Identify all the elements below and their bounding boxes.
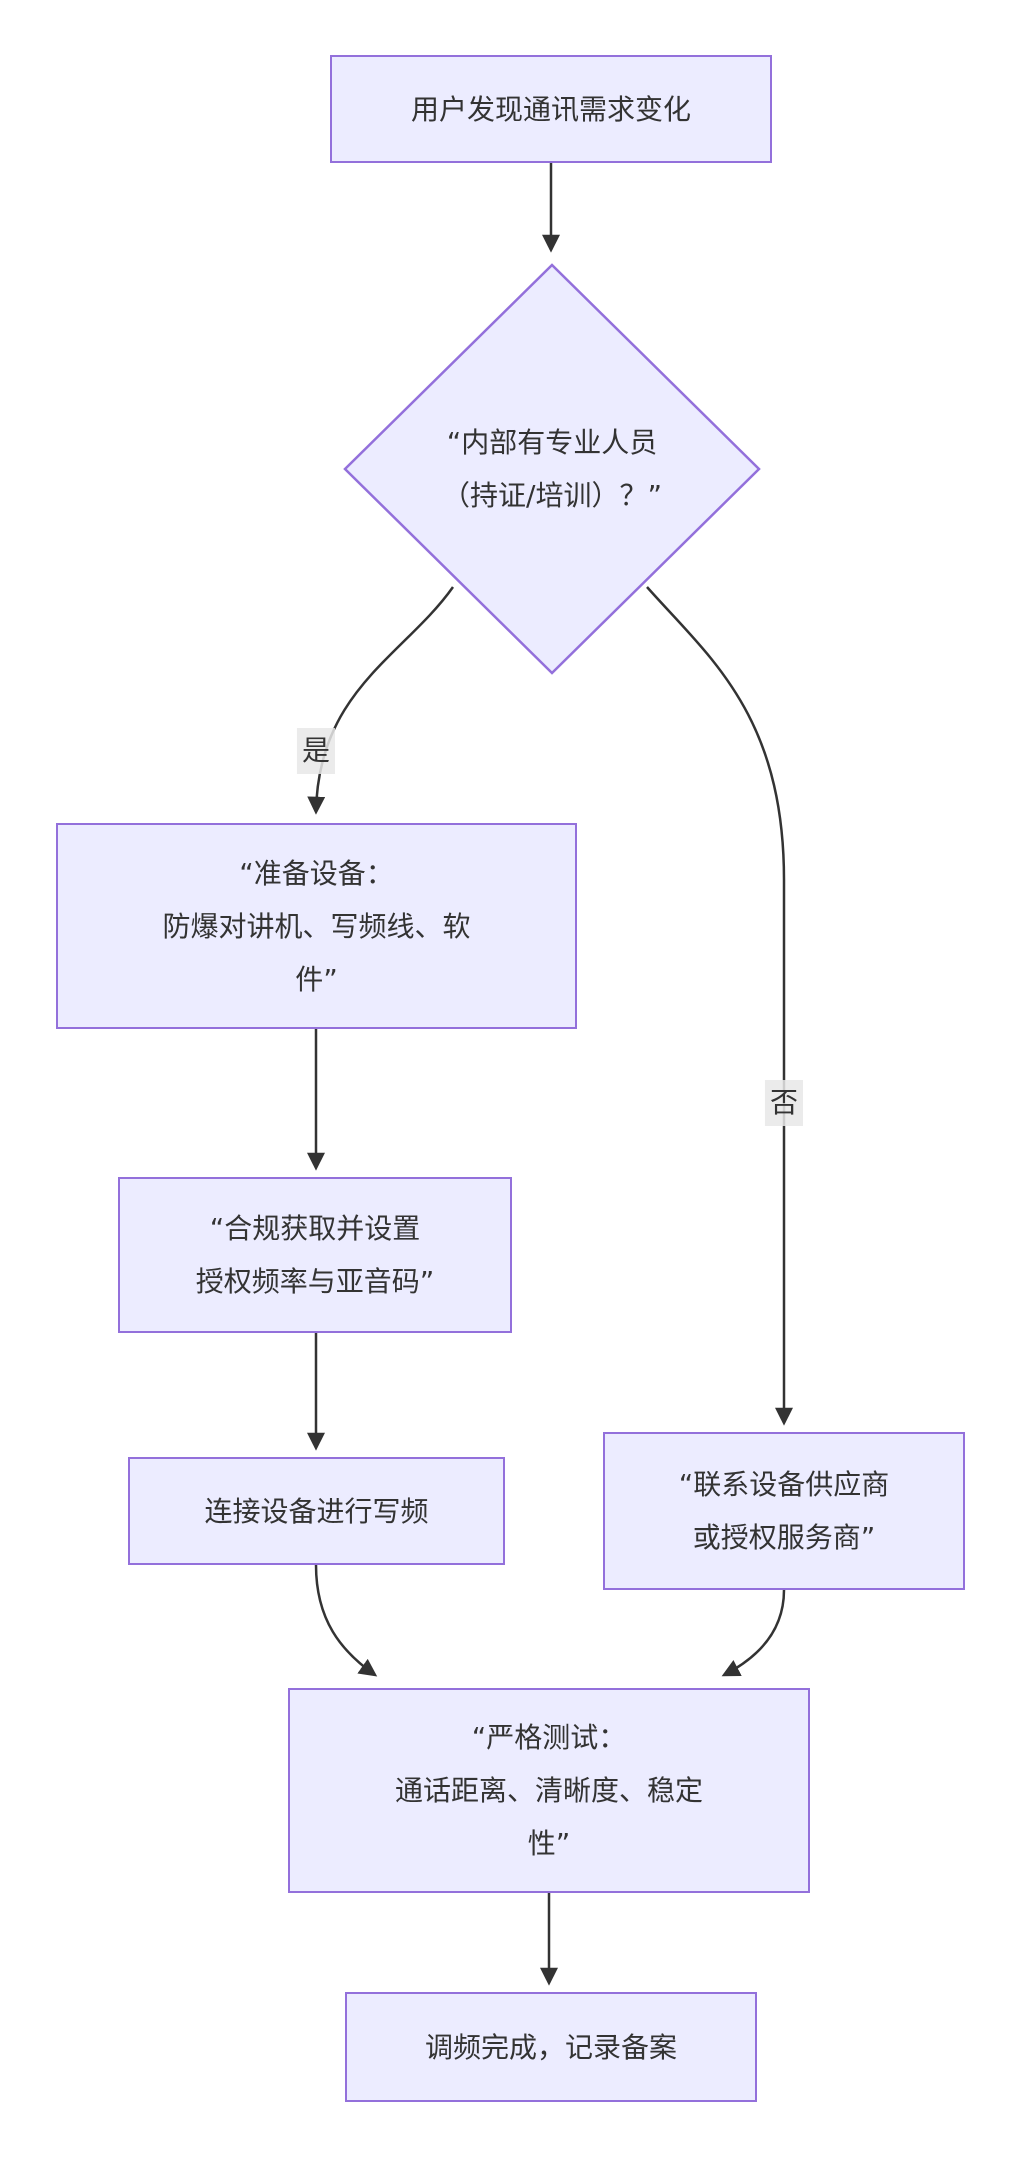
edge-label-yes: 是	[296, 728, 336, 774]
edge-contact-to-test	[721, 1589, 786, 1677]
node-prepare-equipment: “准备设备： 防爆对讲机、写频线、软 件”	[56, 823, 577, 1029]
edge-decision-no-to-contact	[646, 586, 793, 1426]
edge-decision-yes-to-prepare	[307, 586, 455, 815]
edge-label-no: 否	[764, 1080, 804, 1126]
node-done-record: 调频完成，记录备案	[345, 1992, 757, 2102]
node-contact-supplier: “联系设备供应商 或授权服务商”	[603, 1432, 965, 1590]
node-connect-device: 连接设备进行写频	[128, 1457, 505, 1565]
node-start: 用户发现通讯需求变化	[330, 55, 772, 163]
node-decision: “内部有专业人员 （持证/培训）？”	[442, 426, 662, 512]
node-set-authorized-frequency: “合规获取并设置 授权频率与亚音码”	[118, 1177, 512, 1333]
edge-connect-to-test	[314, 1564, 378, 1677]
node-strict-testing: “严格测试： 通话距离、清晰度、稳定 性”	[288, 1688, 810, 1893]
decision-diamond-shape	[343, 263, 761, 675]
